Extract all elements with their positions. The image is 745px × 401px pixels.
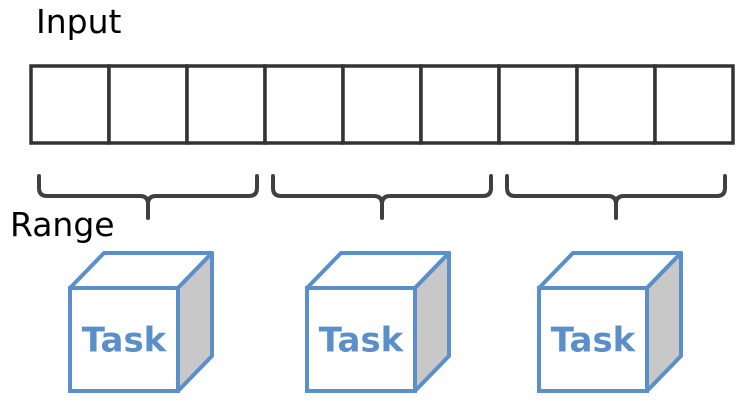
task-cube-3: Task: [537, 251, 683, 393]
range-braces: [37, 174, 727, 220]
input-cell: [263, 64, 345, 145]
task-cube-2: Task: [305, 251, 451, 393]
input-cell: [107, 64, 189, 145]
input-label: Input: [36, 2, 122, 41]
task-cubes: Task Task Task: [68, 251, 683, 393]
input-cell: [497, 64, 579, 145]
range-label: Range: [10, 205, 115, 244]
input-cell: [575, 64, 657, 145]
task-label: Task: [551, 321, 637, 361]
range-brace-3: [505, 174, 727, 220]
task-cube-front: [305, 286, 417, 393]
task-label: Task: [82, 321, 168, 361]
input-cell: [653, 64, 735, 145]
task-cube-1: Task: [68, 251, 214, 393]
input-cell: [341, 64, 423, 145]
input-array: [29, 64, 735, 145]
task-cube-front: [68, 286, 180, 393]
input-cell: [29, 64, 111, 145]
range-brace-2: [271, 174, 493, 220]
task-cube-front: [537, 286, 649, 393]
input-cell: [419, 64, 501, 145]
task-label: Task: [319, 321, 405, 361]
range-brace-1: [37, 174, 259, 220]
input-cell: [185, 64, 267, 145]
